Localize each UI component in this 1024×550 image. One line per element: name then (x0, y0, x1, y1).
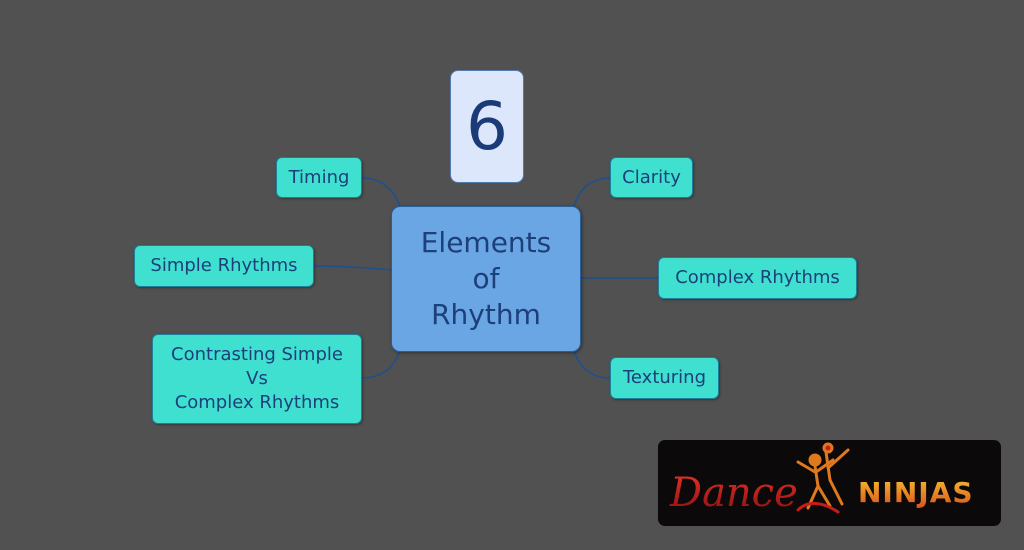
topic-clarity[interactable]: Clarity (610, 157, 693, 198)
topic-texturing-label: Texturing (622, 367, 707, 388)
topic-simple-rhythms[interactable]: Simple Rhythms (134, 245, 314, 287)
logo-word-ninjas: NINJAS (858, 476, 974, 509)
dancer-silhouette-icon (796, 442, 850, 514)
topic-contrasting-line-2: Vs (246, 368, 268, 389)
connector-timing (361, 177, 401, 207)
connector-contrasting (361, 350, 401, 379)
topic-complex-rhythms[interactable]: Complex Rhythms (658, 257, 857, 299)
dance-ninjas-logo: Dance NINJAS (658, 440, 1001, 526)
topic-timing[interactable]: Timing (276, 157, 362, 198)
number-badge[interactable]: 6 (450, 70, 524, 183)
logo-word-dance: Dance (669, 470, 798, 516)
connector-clarity (573, 177, 611, 207)
central-topic-line-2: of (472, 262, 500, 295)
topic-contrasting-simple-vs-complex[interactable]: Contrasting Simple Vs Complex Rhythms (152, 334, 362, 424)
topic-simple-rhythms-label: Simple Rhythms (150, 255, 298, 276)
central-topic-line-1: Elements (420, 226, 552, 259)
badge-number: 6 (466, 88, 508, 165)
topic-clarity-label: Clarity (622, 166, 681, 188)
topic-texturing[interactable]: Texturing (610, 357, 719, 399)
topic-contrasting-line-1: Contrasting Simple (171, 344, 343, 365)
central-topic-line-3: Rhythm (431, 298, 541, 331)
central-topic[interactable]: Elements of Rhythm (391, 206, 581, 352)
topic-timing-label: Timing (288, 166, 350, 188)
topic-complex-rhythms-label: Complex Rhythms (675, 267, 840, 288)
connector-simple-rhythms (313, 265, 392, 271)
topic-contrasting-line-3: Complex Rhythms (174, 392, 340, 413)
connector-texturing (573, 350, 611, 379)
